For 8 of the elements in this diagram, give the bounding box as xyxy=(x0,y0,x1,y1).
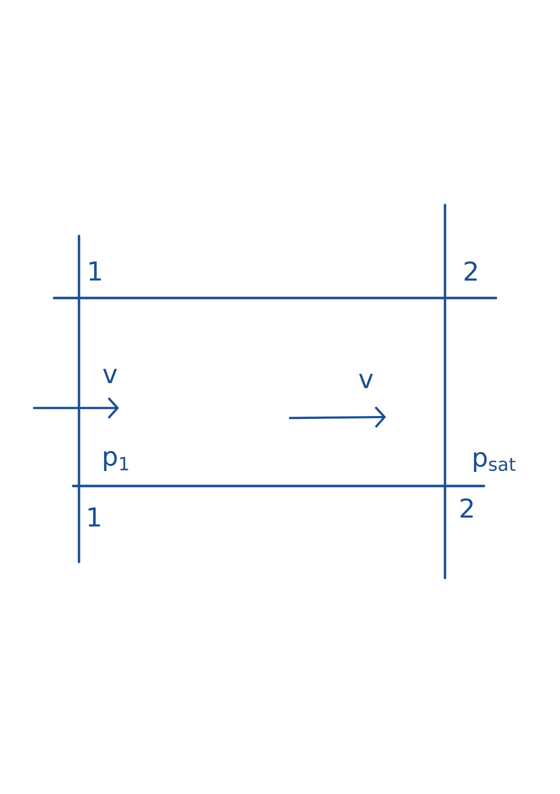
station-number: 2 xyxy=(464,261,477,281)
velocity-label: v xyxy=(103,368,117,384)
station-number: 2 xyxy=(460,498,473,518)
velocity-label: v xyxy=(359,374,373,388)
pressure-label: p$_{1}$ xyxy=(104,451,128,471)
pressure-label: p$_{sat}$ xyxy=(474,452,516,472)
station-number: 1 xyxy=(88,508,100,526)
station-number: 1 xyxy=(90,262,101,280)
